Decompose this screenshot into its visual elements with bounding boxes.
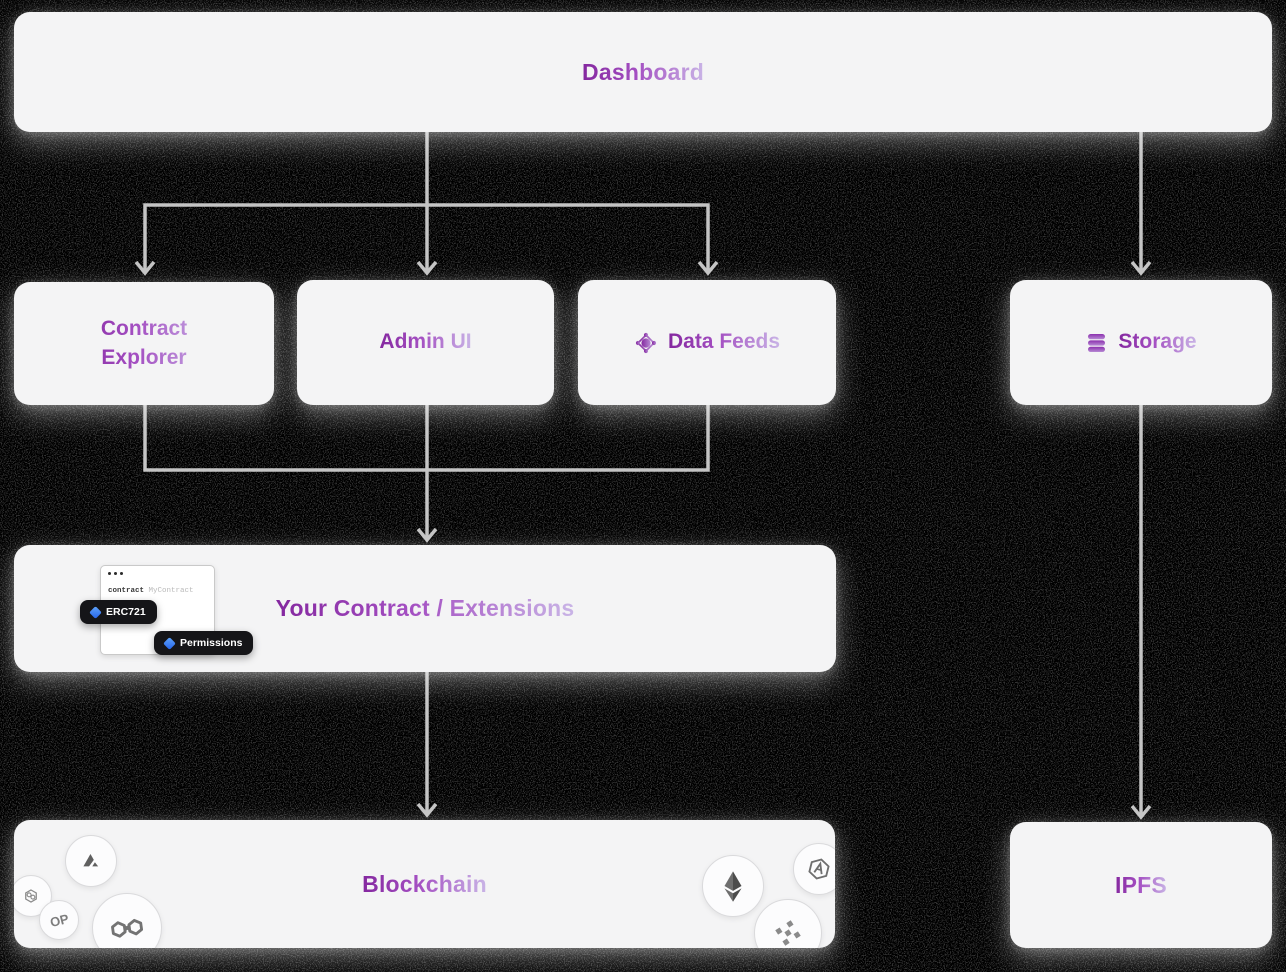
ipfs-label: IPFS	[1115, 871, 1167, 898]
data-feeds-node: Data Feeds	[578, 280, 836, 405]
data-feeds-label: Data Feeds	[668, 328, 780, 356]
code-contract-name: MyContract	[144, 587, 194, 595]
dashboard-label: Dashboard	[582, 58, 704, 85]
ethereum-icon	[702, 855, 764, 917]
contract-explorer-node: Contract Explorer	[14, 282, 274, 405]
storage-node: Storage	[1010, 280, 1272, 405]
your-contract-node: contract MyContract ERC721 Permissions Y…	[14, 545, 836, 672]
arrowhead-blockchain	[416, 802, 438, 818]
permissions-badge-label: Permissions	[180, 637, 243, 649]
blockchain-label: Blockchain	[362, 870, 487, 897]
arrowhead-ipfs	[1130, 804, 1152, 820]
bnb-icon	[754, 899, 822, 948]
code-keyword: contract	[108, 587, 145, 595]
arrowhead-admin-ui	[416, 260, 438, 276]
arbitrum-icon	[793, 843, 835, 895]
contract-explorer-label: Contract Explorer	[69, 315, 219, 372]
contract-code-line: contract MyContract	[108, 587, 207, 595]
storage-label: Storage	[1118, 328, 1196, 356]
extension-gem-icon	[89, 605, 102, 619]
ipfs-node: IPFS	[1010, 822, 1272, 948]
database-icon	[1088, 333, 1106, 352]
optimism-icon: OP	[39, 900, 79, 940]
arrowhead-contract-explorer	[134, 260, 156, 276]
admin-ui-node: Admin UI	[297, 280, 554, 405]
arrowhead-your-contract	[416, 527, 438, 543]
your-contract-label: Your Contract / Extensions	[275, 595, 575, 621]
permissions-badge: Permissions	[154, 631, 254, 655]
arrowhead-data-feeds	[697, 260, 719, 276]
dashboard-node: Dashboard	[14, 12, 1272, 132]
arrow-branch-row2	[143, 203, 710, 272]
erc721-badge-label: ERC721	[106, 606, 146, 618]
optimism-op-label: OP	[48, 910, 70, 930]
data-feeds-diamond-icon	[635, 332, 657, 353]
window-controls-dots-icon	[108, 572, 207, 575]
arrow-merge-row2	[143, 405, 710, 472]
blockchain-node: OP	[14, 820, 835, 948]
avalanche-icon	[65, 835, 117, 887]
polygon-icon	[92, 893, 162, 948]
arrowhead-storage	[1130, 260, 1152, 276]
erc721-badge: ERC721	[80, 600, 157, 624]
admin-ui-label: Admin UI	[379, 328, 471, 356]
extension-gem-icon	[163, 636, 176, 650]
